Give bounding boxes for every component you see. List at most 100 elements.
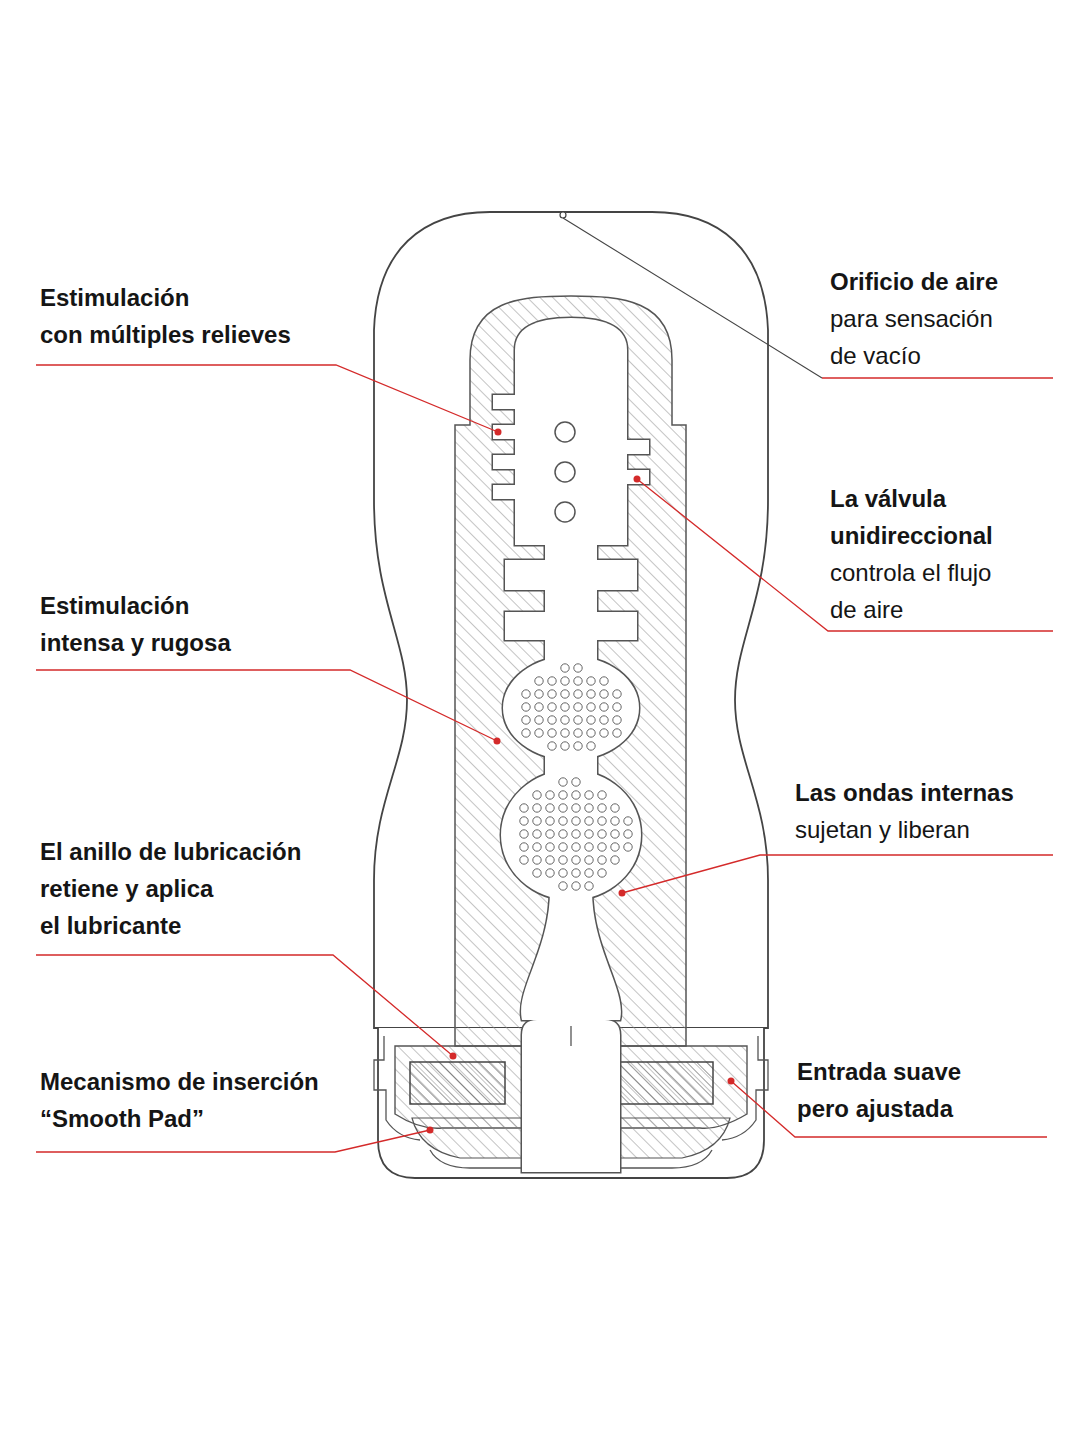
bump (624, 843, 632, 851)
bump (561, 703, 569, 711)
bump (561, 742, 569, 750)
bump (611, 843, 619, 851)
bump (535, 677, 543, 685)
cavity-edge (501, 770, 641, 900)
bump (559, 817, 567, 825)
bump (559, 830, 567, 838)
cavity-fill (521, 890, 621, 1020)
bump (561, 729, 569, 737)
bump (533, 804, 541, 812)
bump (533, 843, 541, 851)
cavity-edge (493, 455, 516, 469)
bump (574, 664, 582, 672)
leader-line (36, 955, 453, 1056)
callout-label: sujetan y liberan (795, 811, 970, 848)
slit (570, 1026, 571, 1046)
cavity-edge (493, 485, 516, 499)
cavity-fill (493, 485, 516, 499)
bump (535, 690, 543, 698)
bump (533, 856, 541, 864)
bump (561, 716, 569, 724)
bump (585, 804, 593, 812)
leader-line (637, 479, 1053, 631)
leader-line (36, 1130, 430, 1152)
bump (574, 729, 582, 737)
bump (559, 869, 567, 877)
bump (561, 677, 569, 685)
bump (598, 791, 606, 799)
bump (548, 703, 556, 711)
cavity-fill (505, 612, 637, 640)
bump (572, 817, 580, 825)
bump (611, 856, 619, 864)
bump (600, 716, 608, 724)
lube-ring (617, 1062, 713, 1104)
bump (611, 804, 619, 812)
cavity-fill (493, 455, 516, 469)
bump (522, 716, 530, 724)
callout-label: Estimulación intensa y rugosa (40, 587, 231, 661)
bump (559, 804, 567, 812)
bump (546, 791, 554, 799)
leader-dot (619, 890, 626, 897)
bump (624, 817, 632, 825)
leader-line (622, 855, 1053, 893)
bump (561, 690, 569, 698)
leader-dot (450, 1053, 457, 1060)
bump (572, 830, 580, 838)
chamber-hole (555, 462, 575, 482)
bump (572, 856, 580, 864)
cavity-fill (626, 440, 649, 454)
bump (546, 817, 554, 825)
cavity-edge (626, 470, 649, 484)
bump (522, 703, 530, 711)
leader-dot (634, 476, 641, 483)
bump (574, 677, 582, 685)
bump (585, 882, 593, 890)
bump (520, 817, 528, 825)
bump (613, 729, 621, 737)
bump (572, 778, 580, 786)
bump (559, 856, 567, 864)
callout-label: Estimulación con múltiples relieves (40, 279, 291, 353)
bump (559, 778, 567, 786)
bump (574, 690, 582, 698)
chamber-hole (555, 422, 575, 442)
callout-label: La válvula unidireccional (830, 480, 993, 554)
bump (520, 843, 528, 851)
cavity-edge (505, 612, 637, 640)
bump (598, 830, 606, 838)
bump (572, 791, 580, 799)
cavity-edge (493, 395, 516, 409)
bump (559, 843, 567, 851)
bump (548, 729, 556, 737)
bump (598, 804, 606, 812)
cavity-fill (493, 395, 516, 409)
bump (535, 703, 543, 711)
bump (611, 817, 619, 825)
bump (587, 742, 595, 750)
cavity-edge (521, 890, 621, 1020)
bump (520, 830, 528, 838)
bump (587, 690, 595, 698)
bump (585, 869, 593, 877)
bump (522, 690, 530, 698)
bump (600, 729, 608, 737)
sleeve (455, 296, 686, 1046)
bump (533, 791, 541, 799)
bump (587, 729, 595, 737)
bump (574, 716, 582, 724)
bump (585, 791, 593, 799)
bump (585, 817, 593, 825)
cavity-edge (515, 318, 627, 545)
bump (587, 677, 595, 685)
bump (548, 690, 556, 698)
leader-line (563, 218, 822, 378)
cavity-fill (501, 770, 641, 900)
bump (533, 869, 541, 877)
chamber-hole (555, 502, 575, 522)
leader-dot (427, 1127, 434, 1134)
bump (546, 843, 554, 851)
